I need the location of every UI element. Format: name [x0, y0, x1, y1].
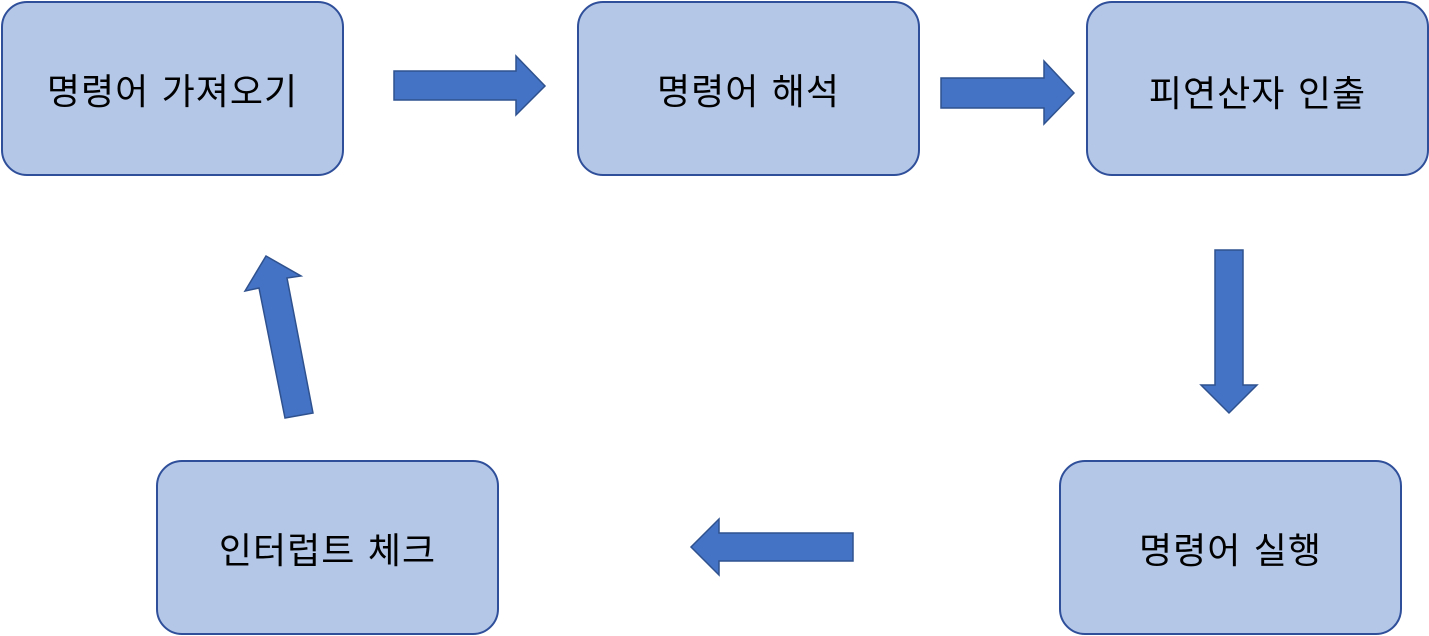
interrupt-check-box: 인터럽트 체크 — [156, 460, 499, 635]
execute-instruction-label: 명령어 실행 — [1138, 530, 1323, 572]
arrow-decode-to-operand — [940, 59, 1076, 126]
arrow-interrupt-to-fetch — [243, 254, 314, 419]
fetch-operand-label: 피연산자 인출 — [1148, 73, 1367, 115]
fetch-instruction-box: 명령어 가져오기 — [1, 1, 344, 176]
interrupt-check-label: 인터럽트 체크 — [218, 530, 437, 572]
execute-instruction-box: 명령어 실행 — [1059, 460, 1402, 635]
decode-instruction-box: 명령어 해석 — [577, 1, 920, 176]
fetch-operand-box: 피연산자 인출 — [1086, 1, 1429, 176]
arrow-execute-to-interrupt — [689, 517, 854, 577]
arrow-fetch-to-decode — [393, 54, 547, 117]
decode-instruction-label: 명령어 해석 — [656, 71, 841, 113]
arrow-operand-to-execute — [1199, 249, 1259, 415]
fetch-instruction-label: 명령어 가져오기 — [46, 71, 299, 113]
